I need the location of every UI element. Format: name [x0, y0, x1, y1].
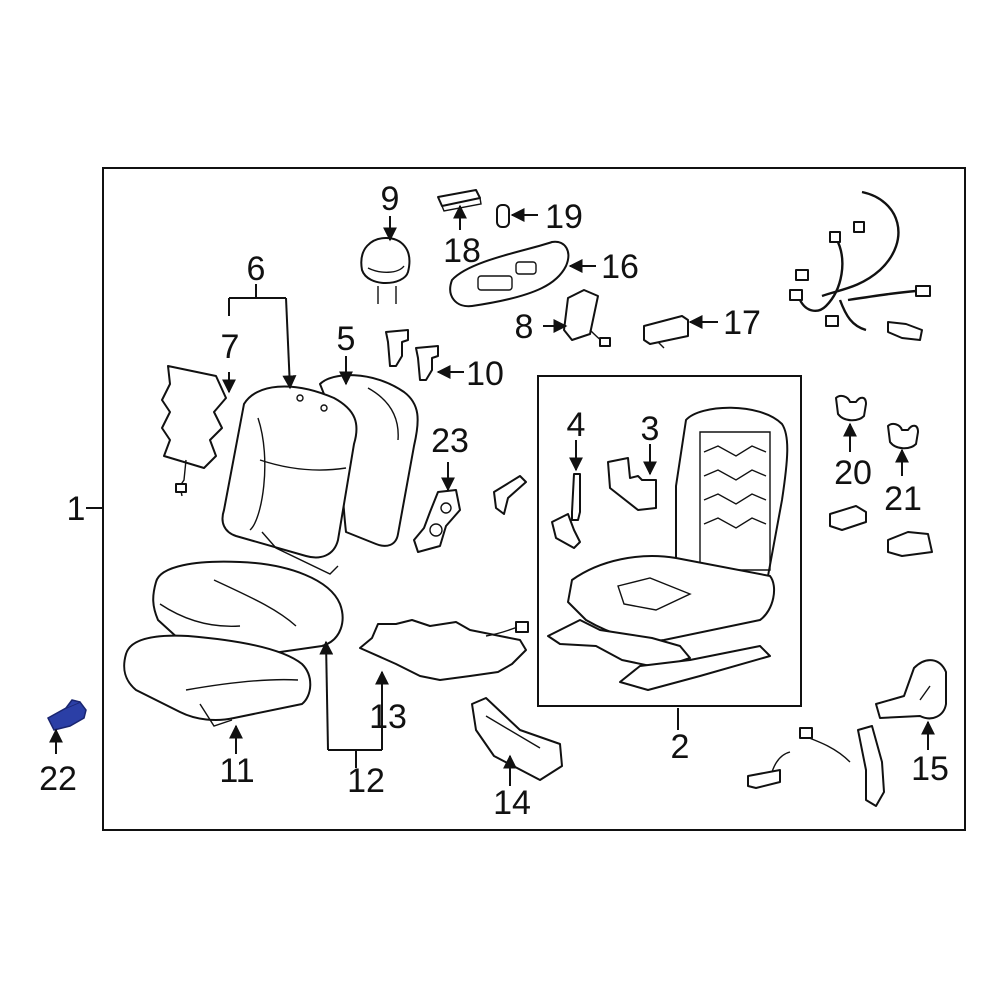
callout-labels: 1 2 3 4 5 6 7 8 9 10 11 12 13 14 15 16 1… — [39, 180, 949, 822]
callout-21: 21 — [884, 480, 922, 518]
assembly-frame — [102, 167, 966, 831]
callout-14: 14 — [493, 784, 531, 822]
seatbelt-buckle-harness[interactable] — [747, 725, 885, 807]
callout-13: 13 — [369, 698, 407, 736]
callout-4: 4 — [567, 406, 586, 444]
callout-22: 22 — [39, 760, 77, 798]
part-20-cover[interactable] — [835, 394, 867, 422]
part-6-seatback-cover[interactable] — [221, 385, 358, 575]
part-9-headrest[interactable] — [360, 237, 411, 304]
part-17-bracket[interactable] — [643, 315, 689, 349]
part-10-headrest-guide[interactable] — [385, 329, 439, 381]
part-3-bracket[interactable] — [607, 457, 657, 511]
callout-15: 15 — [911, 750, 949, 788]
part-4-link[interactable] — [551, 473, 581, 549]
callout-17: 17 — [723, 304, 761, 342]
part-22-highlighted-bracket[interactable] — [47, 699, 87, 731]
callout-9: 9 — [381, 180, 400, 218]
part-15-cover[interactable] — [875, 659, 947, 720]
callout-20: 20 — [834, 454, 872, 492]
callout-18: 18 — [443, 232, 481, 270]
seat-frame-box — [537, 375, 802, 707]
callout-12: 12 — [347, 762, 385, 800]
part-12-seat-cushion-cover[interactable] — [152, 560, 344, 661]
part-bracket-right-b[interactable] — [887, 531, 933, 557]
callout-10: 10 — [466, 355, 504, 393]
callout-1: 1 — [67, 490, 86, 528]
part-11-seat-cushion-pad[interactable] — [123, 634, 312, 727]
callout-11: 11 — [219, 752, 254, 790]
part-23-recliner-motor[interactable] — [413, 489, 461, 553]
part-8-switch[interactable] — [563, 289, 611, 347]
callout-19: 19 — [545, 198, 583, 236]
part-16-side-shield[interactable] — [449, 240, 570, 308]
callout-2: 2 — [671, 728, 690, 766]
part-bracket-right-a[interactable] — [829, 505, 867, 531]
leader-lines — [49, 204, 935, 786]
callout-6: 6 — [247, 250, 266, 288]
wire-harness[interactable] — [789, 190, 931, 341]
callout-23: 23 — [431, 422, 469, 460]
callout-8: 8 — [515, 308, 534, 346]
part-13-cushion-heater[interactable] — [359, 619, 529, 681]
part-2-seat-frame[interactable] — [547, 406, 789, 691]
callout-5: 5 — [337, 320, 356, 358]
callout-16: 16 — [601, 248, 639, 286]
callout-3: 3 — [641, 410, 660, 448]
part-bracket-lever[interactable] — [493, 475, 527, 515]
part-14-side-cover[interactable] — [471, 697, 563, 781]
callout-7: 7 — [221, 328, 240, 366]
part-7-heater-pad[interactable] — [161, 365, 227, 497]
part-21-cover[interactable] — [887, 422, 919, 450]
part-19-knob[interactable] — [496, 204, 510, 228]
